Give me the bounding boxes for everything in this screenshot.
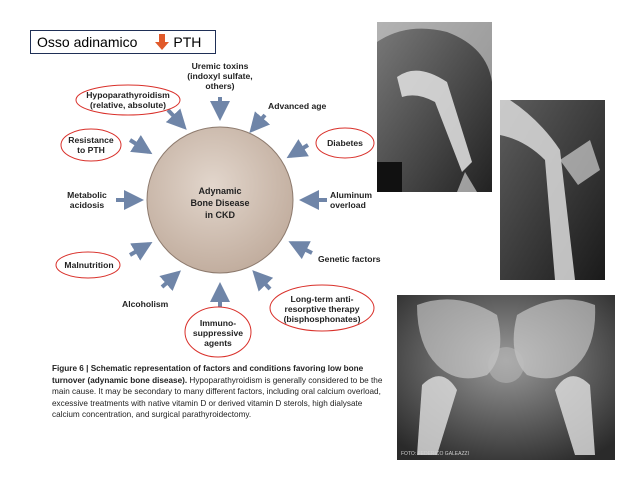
- factor-line: to PTH: [63, 145, 119, 155]
- factor-hypoparathyroidism: Hypoparathyroidism (relative, absolute): [78, 90, 178, 110]
- factor-line: Resistance: [63, 135, 119, 145]
- factor-aluminum-overload: Aluminum overload: [330, 190, 372, 210]
- xray-credit: FOTO: FEDERICO GALEAZZI: [401, 451, 469, 457]
- factor-line: Immuno-: [187, 318, 249, 328]
- factor-resistance-pth: Resistance to PTH: [63, 135, 119, 155]
- xray-femur-fracture-2: [500, 100, 605, 280]
- factor-line: (bisphosphonates): [272, 314, 372, 324]
- factor-uremic-toxins: Uremic toxins (indoxyl sulfate, others): [175, 61, 265, 91]
- down-arrow-icon: [155, 34, 169, 50]
- figure-caption: Figure 6 | Schematic representation of f…: [52, 363, 387, 421]
- factor-line: Metabolic: [62, 190, 112, 200]
- factor-line: Aluminum: [330, 190, 372, 200]
- factor-malnutrition: Malnutrition: [59, 260, 119, 270]
- factor-immunosuppressive: Immuno- suppressive agents: [187, 318, 249, 348]
- factor-line: (indoxyl sulfate,: [175, 71, 265, 81]
- xray-femur-fracture-1: [377, 22, 492, 192]
- adynamic-bone-diagram: Adynamic Bone Disease in CKD Uremic toxi…: [50, 55, 390, 365]
- factor-line: resorptive therapy: [272, 304, 372, 314]
- center-line-2: Bone Disease: [170, 197, 270, 209]
- title-left: Osso adinamico: [37, 34, 137, 50]
- center-line-1: Adynamic: [170, 185, 270, 197]
- factor-diabetes: Diabetes: [320, 138, 370, 148]
- factor-genetic-factors: Genetic factors: [318, 254, 381, 264]
- factor-metabolic-acidosis: Metabolic acidosis: [62, 190, 112, 210]
- factor-alcoholism: Alcoholism: [122, 299, 168, 309]
- slide-title: Osso adinamico PTH: [30, 30, 216, 54]
- factor-line: agents: [187, 338, 249, 348]
- factor-advanced-age: Advanced age: [268, 101, 326, 111]
- factor-line: Uremic toxins: [175, 61, 265, 71]
- factor-antiresorptive: Long-term anti- resorptive therapy (bisp…: [272, 294, 372, 324]
- title-right: PTH: [173, 34, 201, 50]
- figure-label: Figure 6 |: [52, 364, 88, 373]
- xray-pelvis: FOTO: FEDERICO GALEAZZI: [397, 295, 615, 460]
- factor-line: acidosis: [62, 200, 112, 210]
- factor-line: others): [175, 81, 265, 91]
- factor-line: suppressive: [187, 328, 249, 338]
- factor-line: (relative, absolute): [78, 100, 178, 110]
- center-label: Adynamic Bone Disease in CKD: [170, 185, 270, 221]
- factor-line: Hypoparathyroidism: [78, 90, 178, 100]
- factor-line: overload: [330, 200, 372, 210]
- factor-line: Long-term anti-: [272, 294, 372, 304]
- center-line-3: in CKD: [170, 209, 270, 221]
